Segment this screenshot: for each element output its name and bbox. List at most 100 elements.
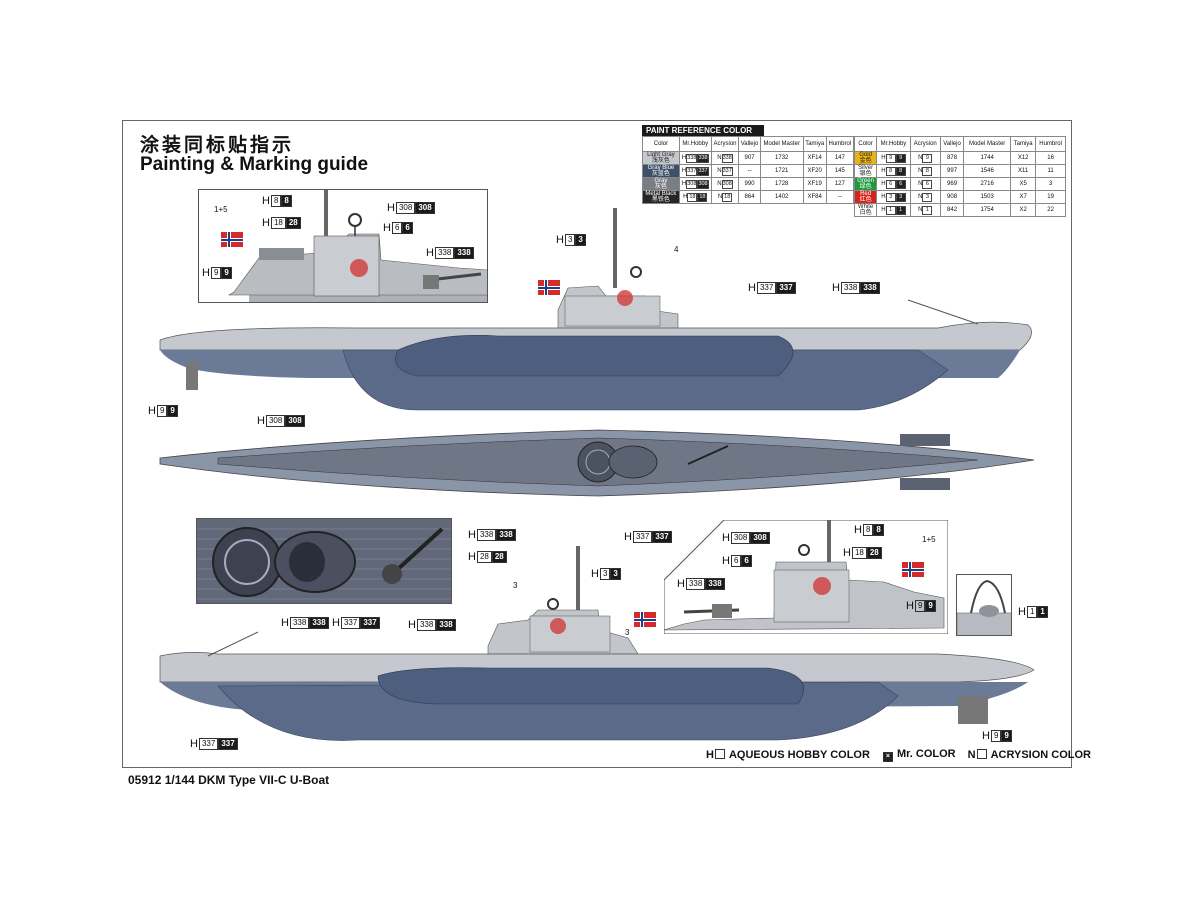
paint-value: 1721 <box>759 164 804 178</box>
paint-value: 147 <box>825 151 855 165</box>
paint-reference-table: PAINT REFERENCE COLOR <box>642 125 1066 136</box>
paint-value: 969 <box>939 177 965 191</box>
page-title: Painting & Marking guide <box>140 154 369 175</box>
instruction-sheet <box>122 120 1072 768</box>
conning-tower-detail-top <box>198 189 488 303</box>
table-header: Tamiya <box>802 136 827 152</box>
decal-number: 4 <box>674 245 679 254</box>
paint-value: 11 <box>1035 164 1066 178</box>
table-header: Tamiya <box>1010 136 1037 152</box>
paint-value: 997 <box>939 164 965 178</box>
table-header: Vallejo <box>939 136 965 152</box>
paint-code: N337 <box>710 164 740 178</box>
table-header: Color <box>853 136 878 152</box>
top-view <box>159 429 1035 497</box>
paint-value: XF19 <box>802 177 827 191</box>
table-header: Mr.Hobby <box>678 136 712 152</box>
paint-value: 907 <box>738 151 761 165</box>
paint-value: 1744 <box>963 151 1012 165</box>
paint-value: X5 <box>1010 177 1037 191</box>
paint-value: X11 <box>1010 164 1037 178</box>
paint-value: 145 <box>825 164 855 178</box>
paint-value: 878 <box>939 151 965 165</box>
side-view-starboard <box>159 546 1035 741</box>
paint-code: N308 <box>710 177 740 191</box>
paint-value: 16 <box>1035 151 1066 165</box>
paint-value: 127 <box>825 177 855 191</box>
decal-number: 1+5 <box>214 205 228 214</box>
paint-value: 990 <box>738 177 761 191</box>
table-header: Vallejo <box>738 136 761 152</box>
side-view-port <box>159 208 1032 411</box>
paint-value: 842 <box>939 203 965 217</box>
product-code: 05912 1/144 DKM Type VII-C U-Boat <box>128 773 330 787</box>
paint-value: 1732 <box>759 151 804 165</box>
paint-value: X2 <box>1010 203 1037 217</box>
paint-value: XF84 <box>802 190 827 204</box>
paint-value: XF20 <box>802 164 827 178</box>
table-header: Model Master <box>963 136 1012 152</box>
table-header: Acrysion <box>909 136 941 152</box>
paint-value: -- <box>825 190 855 204</box>
paint-code: N338 <box>710 151 740 165</box>
paint-value: 2716 <box>963 177 1012 191</box>
page-title-chinese: 涂装同标贴指示 <box>140 134 295 156</box>
paint-table-title: PAINT REFERENCE COLOR <box>642 125 764 136</box>
paint-value: 1402 <box>759 190 804 204</box>
decal-number: 1+5 <box>922 535 936 544</box>
paint-value: 864 <box>738 190 761 204</box>
table-header: Acrysion <box>710 136 740 152</box>
table-header: Model Master <box>759 136 804 152</box>
table-header: Color <box>642 136 680 152</box>
